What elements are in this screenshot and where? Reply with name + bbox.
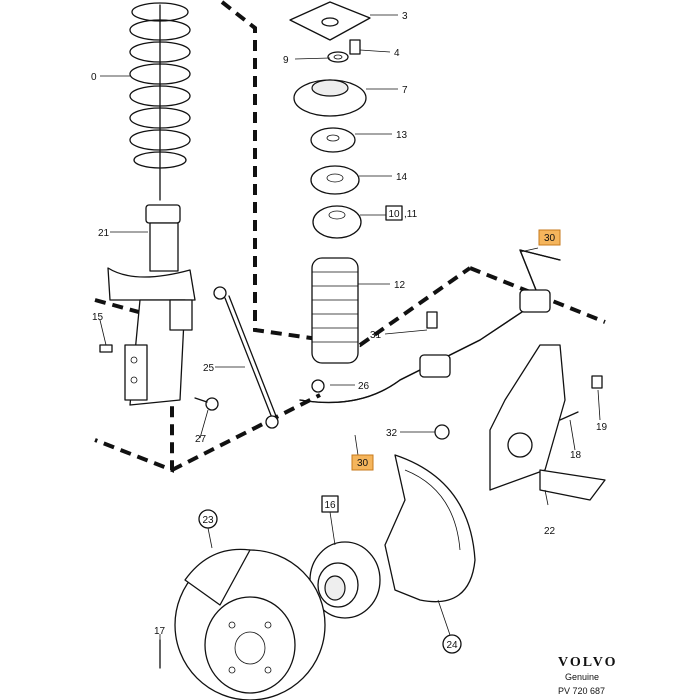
bump-stop-14 bbox=[310, 165, 360, 195]
callout-labels: 3 4 9 7 13 14 10 ,11 12 0 21 15 25 27 26… bbox=[91, 11, 608, 654]
callout-26: 26 bbox=[358, 381, 370, 392]
callout-13: 13 bbox=[396, 130, 408, 141]
callout-4: 4 bbox=[394, 48, 400, 59]
bearing-7 bbox=[293, 79, 367, 117]
top-mount bbox=[289, 1, 371, 41]
hub-bearing bbox=[309, 541, 381, 619]
callout-16: 16 bbox=[324, 500, 336, 511]
callout-7: 7 bbox=[402, 85, 408, 96]
callout-25: 25 bbox=[203, 363, 215, 374]
brand-logo: VOLVO bbox=[558, 655, 618, 670]
coil-spring bbox=[129, 2, 191, 201]
callout-24: 24 bbox=[446, 640, 458, 651]
bolt-19 bbox=[591, 375, 603, 389]
bolt-31 bbox=[426, 311, 438, 329]
bolt-27 bbox=[194, 397, 219, 411]
bolt-18 bbox=[559, 411, 579, 421]
callout-31: 31 bbox=[370, 330, 382, 341]
callout-22: 22 bbox=[544, 526, 556, 537]
nut-32 bbox=[434, 424, 450, 440]
callout-12: 12 bbox=[394, 280, 406, 291]
spacer-10 bbox=[312, 205, 362, 239]
bolt-4 bbox=[349, 39, 361, 55]
callout-21: 21 bbox=[98, 228, 110, 239]
dust-boot-12 bbox=[311, 257, 359, 364]
splash-shield bbox=[384, 454, 476, 603]
bolt-15 bbox=[99, 344, 113, 353]
callout-20: 0 bbox=[91, 72, 97, 83]
volvo-footer: VOLVO Genuine PV 720 687 bbox=[558, 655, 618, 696]
genuine-text: Genuine bbox=[565, 672, 599, 682]
callout-10: 10 bbox=[388, 209, 400, 220]
leader-lines bbox=[99, 14, 601, 640]
steering-knuckle bbox=[489, 344, 606, 501]
callout-23: 23 bbox=[202, 515, 214, 526]
stabilizer-bar bbox=[299, 249, 561, 404]
callout-30-bottom: 30 bbox=[357, 458, 369, 469]
callout-15: 15 bbox=[92, 312, 104, 323]
callout-30-top: 30 bbox=[544, 233, 556, 244]
callout-32: 32 bbox=[386, 428, 398, 439]
washer-9 bbox=[327, 51, 349, 63]
callout-19: 19 bbox=[596, 422, 608, 433]
callout-14: 14 bbox=[396, 172, 408, 183]
strut-assembly bbox=[107, 204, 196, 406]
seat-13 bbox=[310, 127, 356, 153]
callout-11: ,11 bbox=[404, 209, 418, 220]
callout-17: 17 bbox=[154, 626, 166, 637]
brake-disc bbox=[174, 548, 326, 700]
callout-18: 18 bbox=[570, 450, 582, 461]
callout-9: 9 bbox=[283, 55, 289, 66]
callout-3: 3 bbox=[402, 11, 408, 22]
stabilizer-link bbox=[213, 286, 279, 429]
bushing-26 bbox=[311, 379, 325, 393]
callout-27: 27 bbox=[195, 434, 207, 445]
part-number: PV 720 687 bbox=[558, 686, 605, 696]
